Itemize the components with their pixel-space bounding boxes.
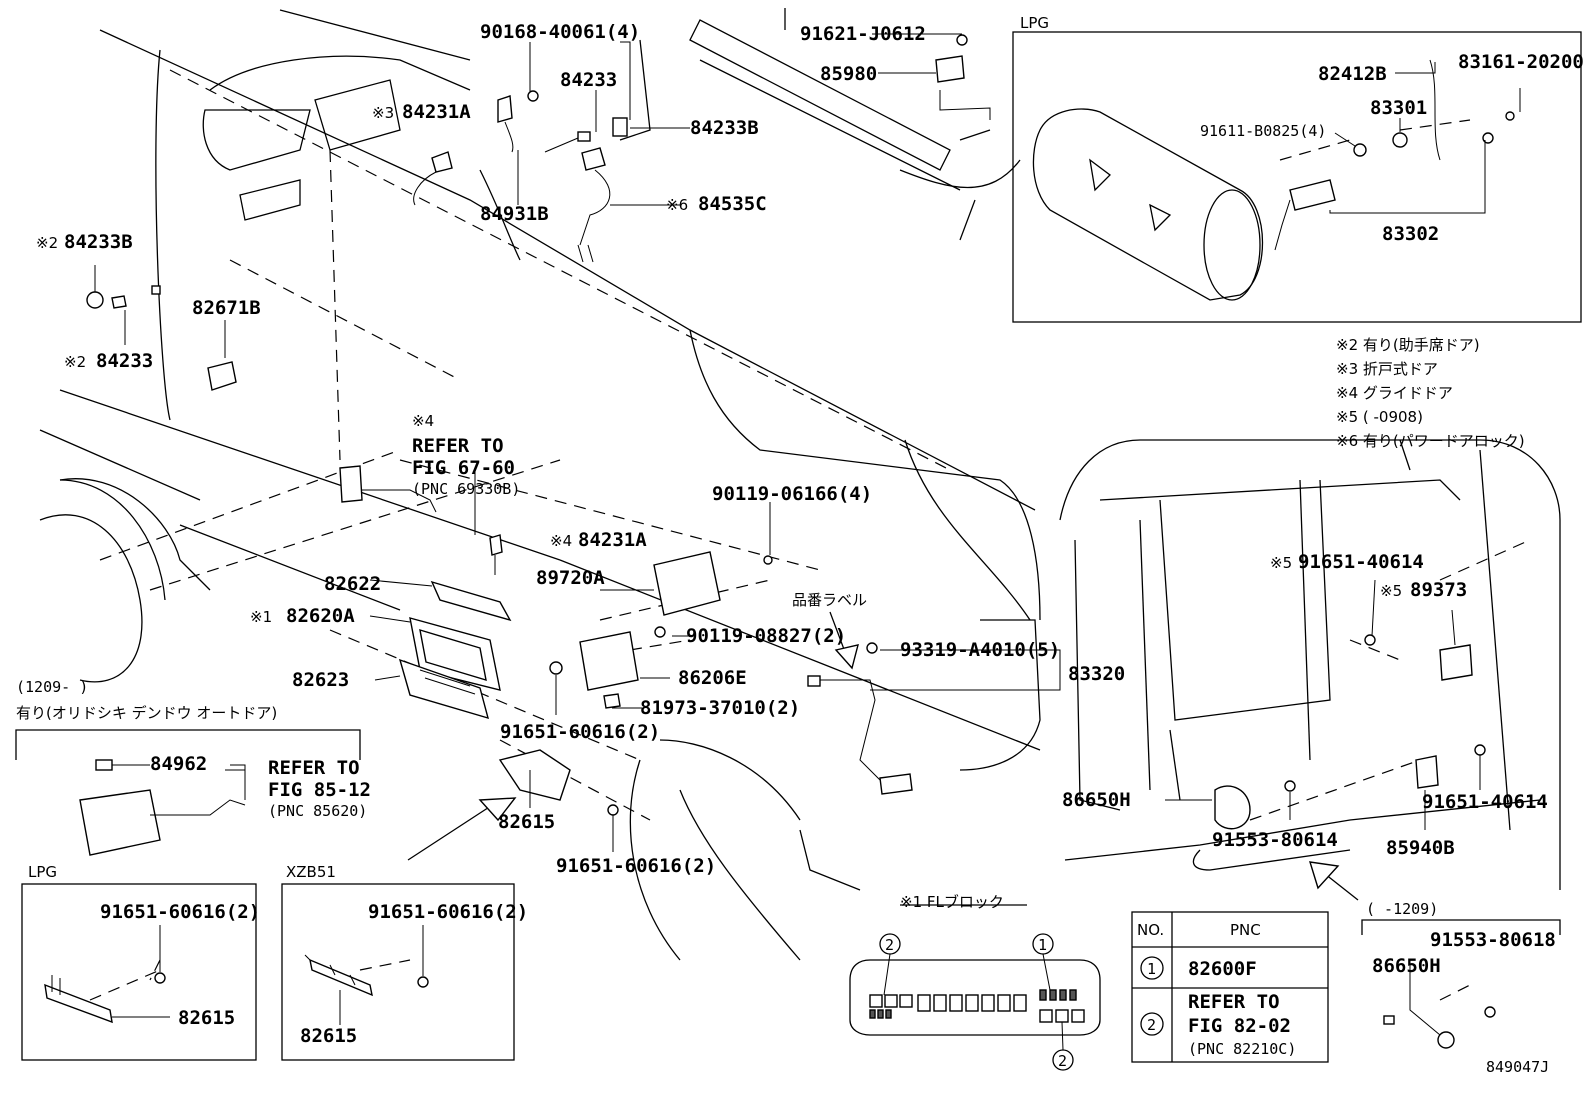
label-86650h: 86650H: [1062, 789, 1131, 811]
label-91651-60616-mid: 91651-60616(2): [500, 721, 660, 743]
label-90119-08827: 90119-08827(2): [686, 625, 846, 647]
label-91621-j0612: 91621-J0612: [800, 23, 926, 45]
lpg-inset-top: LPG: [1012, 14, 1582, 323]
mark-3: ※3: [372, 104, 394, 122]
legend-notes: ※2 有り(助手席ドア) ※3 折戸式ドア ※4 グライドドア ※5 ( -09…: [1336, 336, 1525, 450]
mark-6: ※6: [666, 196, 688, 214]
mark-5b: ※5: [1380, 582, 1402, 600]
label-86650h-b: 86650H: [1372, 955, 1441, 977]
part-drawings: [79, 34, 1496, 1049]
mark-1: ※1: [250, 608, 272, 626]
mark-4a: ※4: [412, 412, 434, 430]
label-91651-40614-a: 91651-40614: [1298, 551, 1424, 573]
legend-note-2: ※2 有り(助手席ドア): [1336, 336, 1480, 354]
label-84931b: 84931B: [480, 203, 549, 225]
pnc-header-pnc: PNC: [1230, 921, 1261, 939]
label-90168-40061: 90168-40061(4): [480, 21, 640, 43]
mark-2a: ※2: [36, 234, 58, 252]
lpg-inset-title: LPG: [1020, 14, 1049, 32]
fl-block: ※1 FLブロック 2 1 2: [849, 893, 1101, 1071]
label-91553-80618: 91553-80618: [1430, 929, 1556, 951]
pnc-row2-line3: (PNC 82210C): [1188, 1040, 1296, 1058]
auto-door-range: (1209- ): [16, 678, 88, 696]
label-83301: 83301: [1370, 97, 1427, 119]
mark-4b: ※4: [550, 532, 572, 550]
label-84233b-top: 84233B: [690, 117, 759, 139]
refer-fig85-line1: REFER TO: [268, 757, 360, 779]
label-90119-06166: 90119-06166(4): [712, 483, 872, 505]
label-91553-80614: 91553-80614: [1212, 829, 1338, 851]
refer-fig67-line3: (PNC 69330B): [412, 480, 520, 498]
dashed-reference-lines: [89, 69, 1531, 1001]
label-82622: 82622: [324, 573, 381, 595]
vehicle-body-outline: [39, 8, 1561, 961]
label-82623: 82623: [292, 669, 349, 691]
label-84535c: 84535C: [698, 193, 767, 215]
label-82615-main: 82615: [498, 811, 555, 833]
legend-note-5: ※5 ( -0908): [1336, 408, 1423, 426]
auto-door-inset: (1209- ) 有り(オリドシキ デンドウ オートドア): [15, 678, 361, 760]
label-84233-top: 84233: [560, 69, 617, 91]
fl-block-title: ※1 FLブロック: [900, 893, 1004, 911]
pnc-row1-no: 1: [1147, 960, 1156, 978]
label-81973-37010: 81973-37010(2): [640, 697, 800, 719]
legend-note-3: ※3 折戸式ドア: [1336, 360, 1438, 378]
label-91651-60616-xzb: 91651-60616(2): [368, 901, 528, 923]
pnc-table: NO. PNC 1 82600F 2 REFER TO FIG 82-02 (P…: [1131, 911, 1329, 1063]
label-91651-60616-main: 91651-60616(2): [556, 855, 716, 877]
refer-fig85-line2: FIG 85-12: [268, 779, 371, 801]
pnc-row2-line2: FIG 82-02: [1188, 1015, 1291, 1037]
pnc-row2-no: 2: [1147, 1016, 1156, 1034]
label-82620a: 82620A: [286, 605, 355, 627]
label-85980: 85980: [820, 63, 877, 85]
label-91611-b0825: 91611-B0825(4): [1200, 122, 1326, 140]
auto-door-label: 有り(オリドシキ デンドウ オートドア): [16, 704, 277, 722]
label-83320: 83320: [1068, 663, 1125, 685]
part-labels: 90168-40061(4) 84233 84233B ※3 84231A 84…: [36, 21, 1584, 1076]
diagram-code: 849047J: [1486, 1058, 1549, 1076]
label-85940b: 85940B: [1386, 837, 1455, 859]
refer-fig67-line2: FIG 67-60: [412, 457, 515, 479]
refer-fig85-line3: (PNC 85620): [268, 802, 367, 820]
range-bracket: ( -1209): [1361, 900, 1561, 935]
label-84233b-left: 84233B: [64, 231, 133, 253]
label-82671b: 82671B: [192, 297, 261, 319]
label-82615-xzb: 82615: [300, 1025, 357, 1047]
xzb51-inset: XZB51: [281, 863, 515, 1061]
label-84231a-top: 84231A: [402, 101, 471, 123]
label-84231a-mid: 84231A: [578, 529, 647, 551]
refer-fig67-line1: REFER TO: [412, 435, 504, 457]
fl-callout-2b: 2: [1058, 1052, 1067, 1070]
label-82412b: 82412B: [1318, 63, 1387, 85]
label-86206e: 86206E: [678, 667, 747, 689]
label-84233-left: 84233: [96, 350, 153, 372]
label-89373: 89373: [1410, 579, 1467, 601]
label-91651-40614-b: 91651-40614: [1422, 791, 1548, 813]
label-83302: 83302: [1382, 223, 1439, 245]
part-label-tag: 品番ラベル: [792, 591, 867, 609]
lpg-bottom-title: LPG: [28, 863, 57, 881]
range-1209: ( -1209): [1366, 900, 1438, 918]
mark-2b: ※2: [64, 353, 86, 371]
pnc-header-no: NO.: [1137, 921, 1164, 939]
leader-lines: [94, 33, 1481, 852]
label-91651-60616-lpg: 91651-60616(2): [100, 901, 260, 923]
lpg-inset-bottom: LPG: [21, 863, 257, 1061]
mark-5a: ※5: [1270, 554, 1292, 572]
label-83161-20200: 83161-20200: [1458, 51, 1584, 73]
pnc-row1-pnc: 82600F: [1188, 958, 1257, 980]
label-82615-lpg: 82615: [178, 1007, 235, 1029]
label-89720a: 89720A: [536, 567, 605, 589]
fl-callout-1: 1: [1038, 936, 1047, 954]
legend-note-6: ※6 有り(パワードアロック): [1336, 432, 1525, 450]
legend-note-4: ※4 グライドドア: [1336, 384, 1453, 402]
fl-callout-2a: 2: [885, 936, 894, 954]
label-93319-a4010: 93319-A4010(5): [900, 639, 1060, 661]
xzb51-title: XZB51: [286, 863, 336, 881]
pnc-row2-line1: REFER TO: [1188, 991, 1280, 1013]
label-84962: 84962: [150, 753, 207, 775]
